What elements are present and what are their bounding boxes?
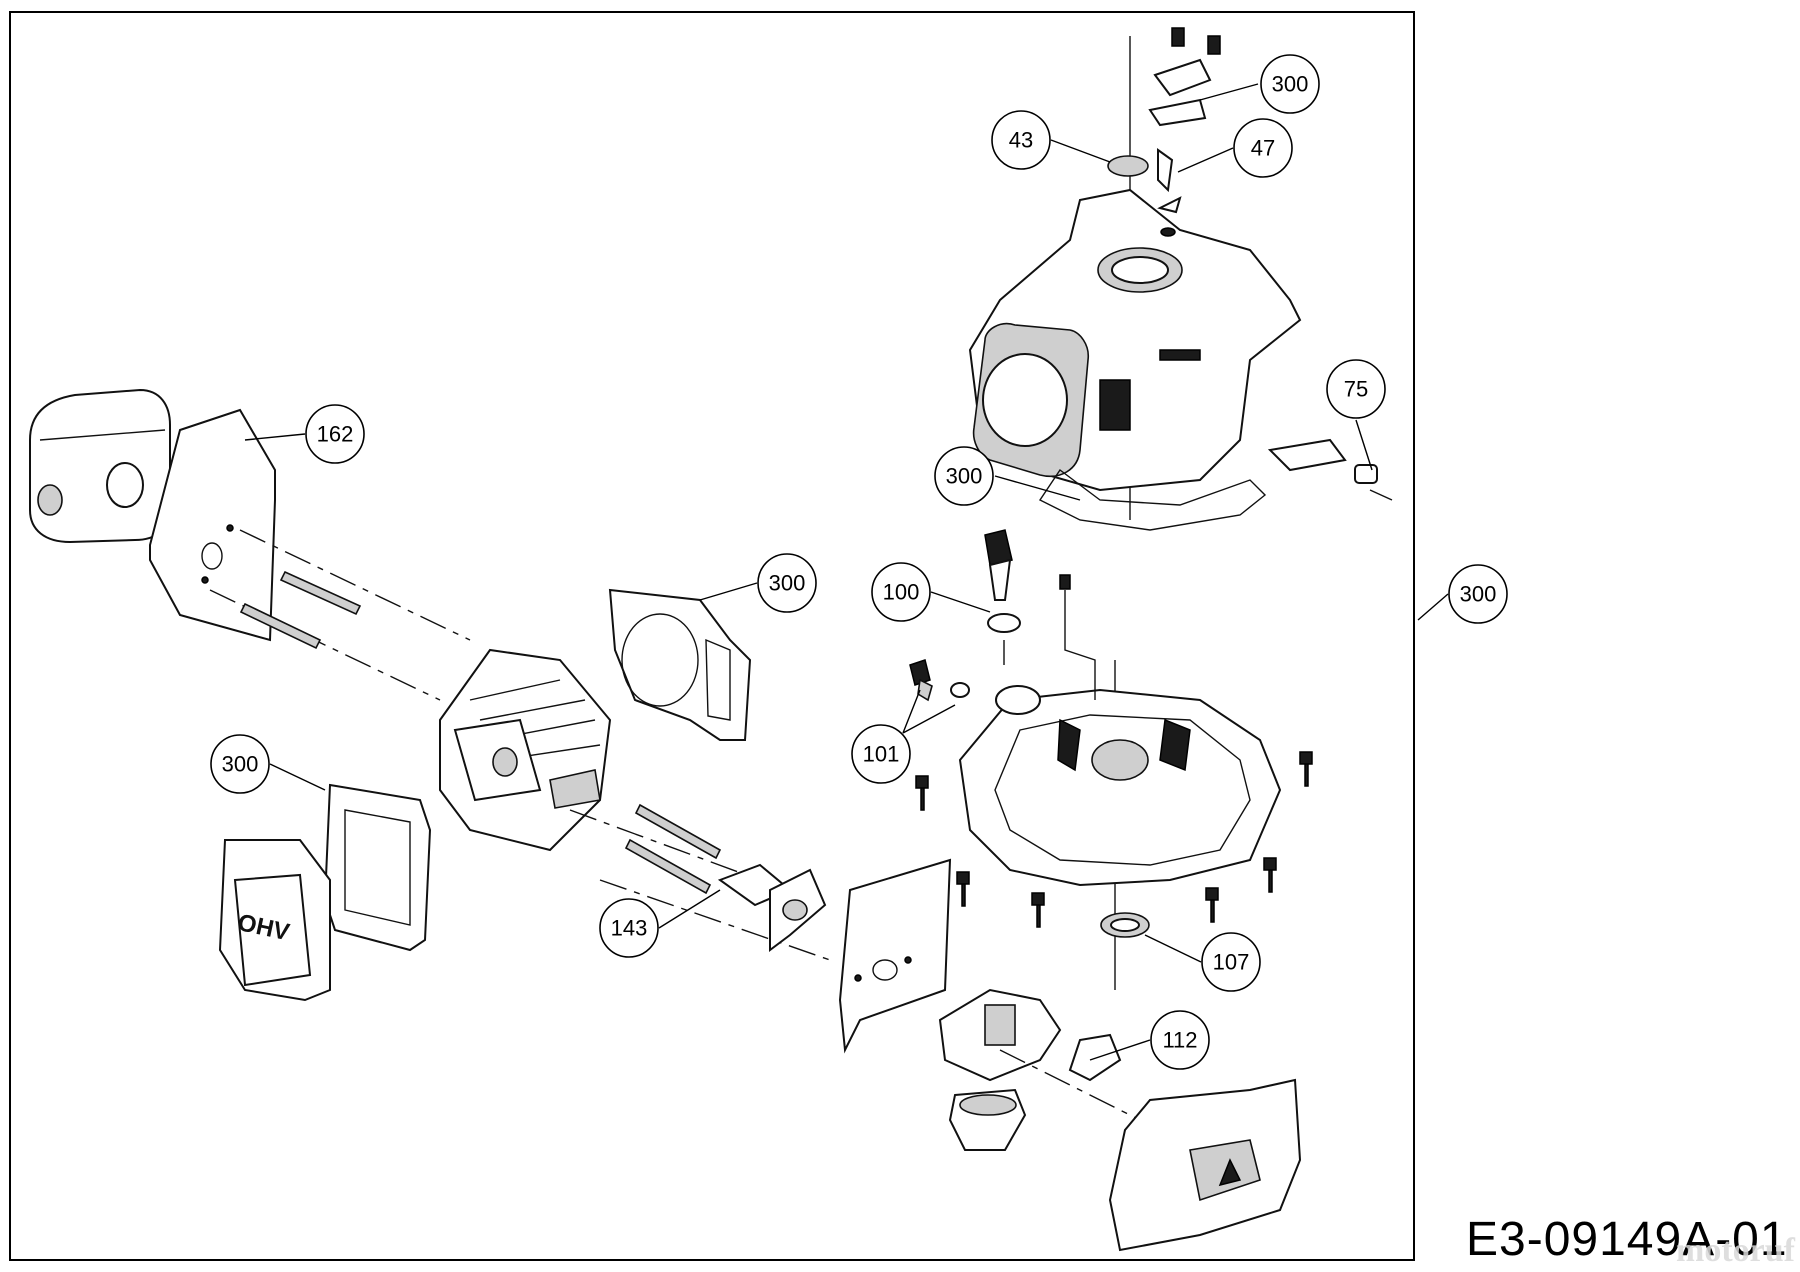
carburetor: [938, 988, 1062, 1151]
svg-text:300: 300: [222, 752, 259, 777]
svg-text:300: 300: [946, 464, 983, 489]
valve-cover-gasket: [323, 783, 432, 952]
callout-43: 43: [991, 110, 1051, 170]
callout-107: 107: [1201, 932, 1261, 992]
breather-parts: [1107, 27, 1221, 237]
cylinder-head: [439, 648, 612, 852]
callout-300-crankcase: 300: [934, 446, 994, 506]
fixing-bolts: [915, 574, 1313, 928]
svg-text:75: 75: [1344, 377, 1368, 402]
svg-text:300: 300: [1272, 72, 1309, 97]
callout-300-cover: 300: [210, 734, 270, 794]
svg-text:47: 47: [1251, 136, 1275, 161]
watermark: motoruf: [1676, 1232, 1795, 1269]
svg-text:107: 107: [1213, 950, 1250, 975]
carburetor-shield: [838, 858, 952, 1054]
air-filter-housing: [999, 1033, 1302, 1252]
callouts: 300 43 47 162 75 300: [210, 54, 1508, 1070]
svg-text:162: 162: [317, 422, 354, 447]
svg-text:112: 112: [1162, 1028, 1197, 1053]
valve-cover: OHV: [218, 839, 331, 1002]
heat-shield: [149, 408, 276, 642]
svg-text:101: 101: [863, 742, 900, 767]
svg-text:300: 300: [769, 571, 806, 596]
svg-text:143: 143: [611, 916, 648, 941]
callout-100: 100: [871, 562, 931, 622]
callout-75: 75: [1326, 359, 1386, 419]
callout-101: 101: [851, 724, 911, 784]
oil-dipstick: [984, 529, 1021, 665]
head-gasket: [608, 588, 752, 741]
diagram-code: E3-09149A-01: [1466, 1213, 1788, 1266]
callout-143: 143: [599, 898, 659, 958]
callout-162: 162: [305, 404, 365, 464]
diagram-frame: [9, 11, 1415, 1261]
svg-text:100: 100: [883, 580, 920, 605]
callout-300-gasket: 300: [757, 553, 817, 613]
callout-112: 112: [1150, 1010, 1210, 1070]
engine-block: [968, 36, 1393, 531]
callout-300-top: 300: [1260, 54, 1320, 114]
callout-300-frame: 300: [1448, 564, 1508, 624]
crankcase-cover: [958, 660, 1282, 990]
svg-text:300: 300: [1460, 582, 1497, 607]
muffler: [29, 388, 171, 544]
intake-parts: [569, 803, 831, 961]
svg-text:43: 43: [1009, 128, 1033, 153]
callout-47: 47: [1233, 118, 1293, 178]
drain-plug: [909, 659, 970, 702]
studs: [209, 529, 471, 701]
